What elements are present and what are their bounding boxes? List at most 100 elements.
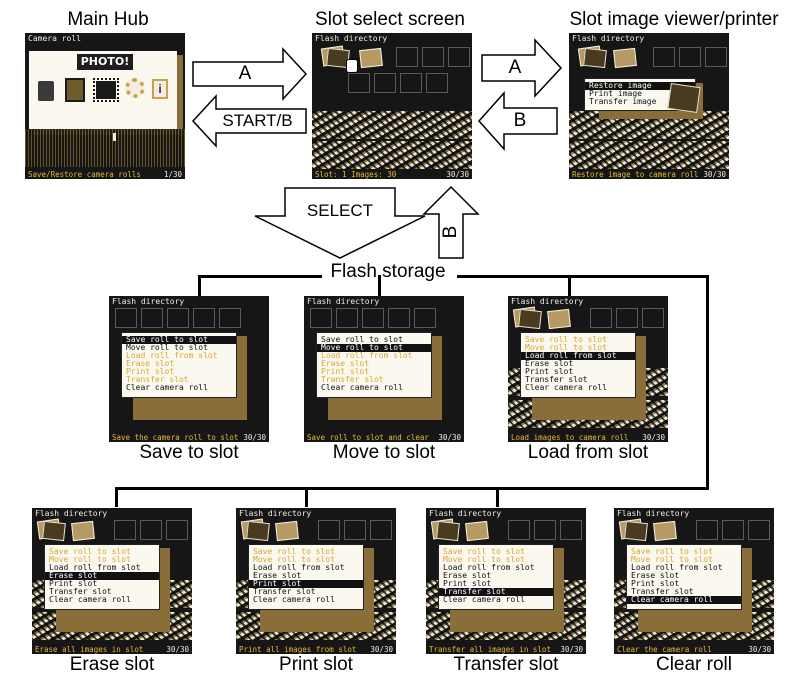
flash-menu-item[interactable]: Move roll to slot <box>525 343 607 352</box>
flash-folder-2 <box>275 520 299 542</box>
flash-folder-2 <box>547 308 571 330</box>
flash-slot <box>696 520 718 540</box>
flash-menu-item[interactable]: Save roll to slot <box>122 336 236 344</box>
flash-menu-item[interactable]: Transfer slot <box>525 375 588 384</box>
flash-menu-item[interactable]: Clear camera roll <box>525 383 607 392</box>
flash-menu-item[interactable]: Erase slot <box>45 572 159 580</box>
flash-menu-item[interactable]: Move roll to slot <box>126 343 208 352</box>
flash-menu-item[interactable]: Erase slot <box>443 571 492 580</box>
flash-menu-item[interactable]: Print slot <box>321 367 370 376</box>
flash-menu-item[interactable]: Print slot <box>249 580 363 588</box>
arrow-a-label-2: A <box>508 57 522 78</box>
flash-menu-item[interactable]: Load roll from slot <box>521 352 635 360</box>
flash-caption-erase: Erase slot <box>69 654 155 675</box>
hand-cursor-icon <box>346 59 358 73</box>
tree-line-top-right <box>457 275 709 278</box>
flash-folder-1b <box>246 520 270 542</box>
arrow-select-down <box>254 187 426 259</box>
flash-menu-item[interactable]: Transfer slot <box>321 375 384 384</box>
flash-menu-item[interactable]: Clear camera roll <box>126 383 208 392</box>
tree-drop-5 <box>305 487 308 507</box>
flash-menu-item[interactable]: Print slot <box>525 367 574 376</box>
flash-menu-item[interactable]: Erase slot <box>631 571 680 580</box>
flash-menu-item[interactable]: Move roll to slot <box>49 555 131 564</box>
flash-caption-load: Load from slot <box>527 442 649 463</box>
flash-menu-item[interactable]: Save roll to slot <box>49 547 131 556</box>
arrow-a-label-1: A <box>238 63 252 84</box>
flash-slot <box>310 308 332 328</box>
flash-menu-item[interactable]: Transfer slot <box>126 375 189 384</box>
viewer-menu-restore[interactable]: Restore image <box>585 82 695 90</box>
flash-screen-title: Flash directory <box>239 509 312 518</box>
flash-slot <box>141 308 163 328</box>
flash-menu-item[interactable]: Transfer slot <box>631 587 694 596</box>
info-icon[interactable]: i <box>152 79 168 99</box>
flash-menu-item[interactable]: Clear camera roll <box>49 595 131 604</box>
flash-menu-item[interactable]: Move roll to slot <box>631 555 713 564</box>
flash-menu-item[interactable]: Load roll from slot <box>321 351 413 360</box>
flash-menu-item[interactable]: Load roll from slot <box>49 563 141 572</box>
flash-menu-item[interactable]: Erase slot <box>253 571 302 580</box>
slot-6[interactable] <box>348 73 370 93</box>
flash-slot <box>414 308 436 328</box>
film-roll-icon[interactable] <box>65 78 85 102</box>
flash-menu-item[interactable]: Move roll to slot <box>317 344 431 352</box>
viewer-slot-5 <box>705 47 727 67</box>
slot-9[interactable] <box>426 73 448 93</box>
flash-menu-item[interactable]: Clear camera roll <box>443 595 525 604</box>
hub-cursor <box>113 133 116 141</box>
flash-menu-item[interactable]: Erase slot <box>525 359 574 368</box>
flash-menu-item[interactable]: Clear camera roll <box>627 596 741 604</box>
flash-menu-item[interactable]: Save roll to slot <box>631 547 713 556</box>
flash-screen-title: Flash directory <box>35 509 108 518</box>
slot-7[interactable] <box>374 73 396 93</box>
chip-icon[interactable] <box>93 78 119 102</box>
flash-menu-item[interactable]: Move roll to slot <box>253 555 335 564</box>
flash-menu-item[interactable]: Print slot <box>631 579 680 588</box>
slot-8[interactable] <box>400 73 422 93</box>
flash-menu-item[interactable]: Save roll to slot <box>443 547 525 556</box>
flash-menu-item[interactable]: Print slot <box>443 579 492 588</box>
flash-menu-item[interactable]: Save roll to slot <box>525 335 607 344</box>
flash-menu-item[interactable]: Clear camera roll <box>321 383 403 392</box>
flash-slot <box>616 308 638 328</box>
slot-4[interactable] <box>422 47 444 67</box>
arrow-b-label-1: B <box>513 110 527 131</box>
flash-menu-item[interactable]: Load roll from slot <box>253 563 345 572</box>
flash-screen-title: Flash directory <box>511 297 584 306</box>
flash-menu-item[interactable]: Save roll to slot <box>253 547 335 556</box>
arrow-select-label: SELECT <box>306 201 374 220</box>
slot-5[interactable] <box>448 47 470 67</box>
flash-menu-item[interactable]: Print slot <box>126 367 175 376</box>
flash-slot <box>166 520 188 540</box>
flash-menu-item[interactable]: Load roll from slot <box>443 563 535 572</box>
slot-3[interactable] <box>396 47 418 67</box>
flash-menu-item[interactable]: Transfer slot <box>253 587 316 596</box>
gear-icon[interactable] <box>125 78 145 98</box>
flash-slot <box>336 308 358 328</box>
viewer-menu-print[interactable]: Print image <box>589 89 642 98</box>
flash-menu-item[interactable]: Load roll from slot <box>126 351 218 360</box>
flash-menu-item[interactable]: Erase slot <box>321 359 370 368</box>
flash-screen-title: Flash directory <box>112 297 185 306</box>
flash-menu-item[interactable]: Transfer slot <box>439 588 553 596</box>
viewer-menu-transfer[interactable]: Transfer image <box>589 97 657 106</box>
arrow-startb-label: START/B <box>222 111 293 130</box>
camera-icon[interactable] <box>38 81 54 101</box>
flash-menu-item[interactable]: Print slot <box>49 579 98 588</box>
flash-menu-item[interactable]: Clear camera roll <box>253 595 335 604</box>
flash-menu-item[interactable]: Transfer slot <box>49 587 112 596</box>
flash-menu-item[interactable]: Erase slot <box>126 359 175 368</box>
flash-menu-item[interactable]: Load roll from slot <box>631 563 723 572</box>
flash-screen-title: Flash directory <box>617 509 690 518</box>
flash-slot <box>590 308 612 328</box>
viewer-title: Flash directory <box>572 34 645 43</box>
flash-slot <box>344 520 366 540</box>
flash-menu-item[interactable]: Save roll to slot <box>321 335 403 344</box>
flash-menu-item[interactable]: Move roll to slot <box>443 555 525 564</box>
